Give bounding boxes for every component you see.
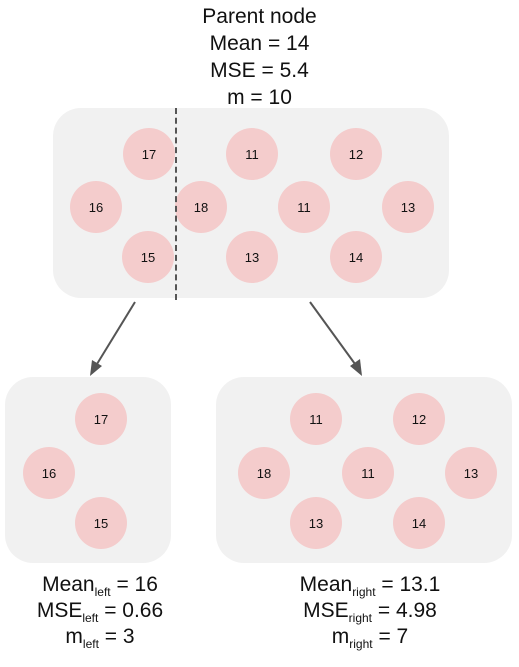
left-mean-subscript: left [94, 585, 111, 599]
left-mse: MSEleft = 0.66 [0, 598, 200, 624]
parent-sample-node: 18 [175, 181, 227, 233]
left-child-stats: Meanleft = 16 MSEleft = 0.66 mleft = 3 [0, 572, 200, 650]
left-sample-node: 16 [23, 447, 75, 499]
left-mse-value: = 0.66 [98, 599, 164, 622]
right-m-label: m [331, 625, 350, 648]
right-mse-value: = 4.98 [372, 599, 437, 622]
parent-mse: MSE = 5.4 [210, 59, 309, 82]
right-sample-node: 14 [393, 497, 445, 549]
right-sample-node: 11 [342, 447, 394, 499]
split-threshold-line [175, 108, 177, 300]
parent-sample-node: 15 [122, 231, 174, 283]
parent-node-header: Parent node Mean = 14 MSE = 5.4 m = 10 [0, 3, 519, 111]
left-mse-subscript: left [82, 611, 99, 625]
right-mean-label: Mean [299, 573, 353, 596]
parent-sample-node: 11 [226, 128, 278, 180]
left-arrow [90, 301, 136, 376]
right-mean-value: = 13.1 [375, 573, 441, 596]
right-sample-count: mright = 7 [260, 624, 480, 650]
right-m-subscript: right [349, 637, 373, 651]
parent-sample-count: m = 10 [227, 86, 292, 109]
right-sample-node: 12 [393, 393, 445, 445]
right-arrow [309, 301, 362, 376]
left-m-label: m [65, 625, 83, 648]
parent-sample-node: 12 [330, 128, 382, 180]
left-m-subscript: left [82, 637, 99, 651]
parent-node-title: Parent node [202, 5, 317, 28]
right-sample-node: 13 [445, 447, 497, 499]
parent-sample-node: 13 [226, 231, 278, 283]
parent-mean: Mean = 14 [209, 32, 310, 55]
right-mse-label: MSE [303, 599, 349, 622]
right-child-stats: Meanright = 13.1 MSEright = 4.98 mright … [260, 572, 480, 650]
right-mean: Meanright = 13.1 [260, 572, 480, 598]
parent-sample-node: 13 [382, 181, 434, 233]
parent-sample-node: 11 [278, 181, 330, 233]
right-mse: MSEright = 4.98 [260, 598, 480, 624]
right-sample-node: 18 [238, 447, 290, 499]
left-mean-label: Mean [42, 573, 95, 596]
parent-sample-node: 17 [123, 128, 175, 180]
right-sample-node: 13 [290, 497, 342, 549]
left-mse-label: MSE [36, 599, 83, 622]
left-sample-node: 17 [75, 393, 127, 445]
parent-sample-node: 14 [330, 231, 382, 283]
right-mse-subscript: right [348, 611, 373, 625]
left-m-value: = 3 [98, 625, 135, 648]
right-mean-subscript: right [352, 585, 376, 599]
left-mean-value: = 16 [110, 573, 158, 596]
right-m-value: = 7 [372, 625, 409, 648]
right-sample-node: 11 [290, 393, 342, 445]
parent-sample-node: 16 [70, 181, 122, 233]
left-sample-node: 15 [75, 497, 127, 549]
left-mean: Meanleft = 16 [0, 572, 200, 598]
left-sample-count: mleft = 3 [0, 624, 200, 650]
